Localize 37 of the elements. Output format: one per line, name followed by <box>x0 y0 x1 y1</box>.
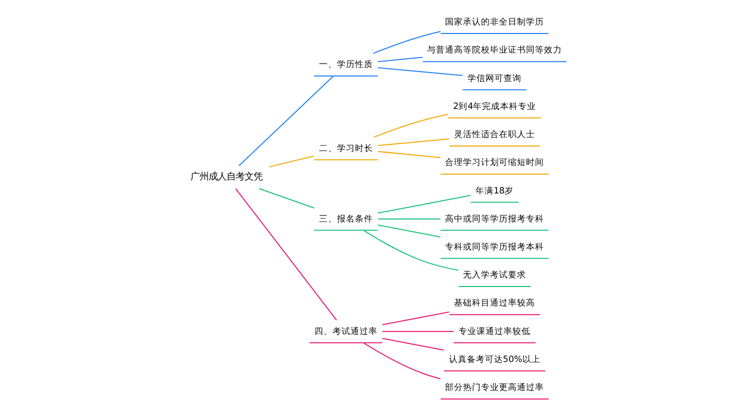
connector <box>382 331 454 332</box>
node-text: 专科或同等学历报考本科 <box>445 242 544 252</box>
connector <box>382 338 444 351</box>
node-text: 国家承认的非全日制学历 <box>445 18 544 28</box>
node-text: 无入学考试要求 <box>463 270 526 281</box>
connector <box>373 114 448 138</box>
connector <box>363 342 441 380</box>
node-text: 三、报名条件 <box>318 214 373 224</box>
node-text: 高中或同等学历报考专科 <box>445 214 544 224</box>
connector <box>377 67 464 76</box>
connector <box>382 311 450 326</box>
node-text: 2到4年完成本科专业 <box>453 102 536 112</box>
node-text: 灵活性适合在职人士 <box>454 130 536 140</box>
connector <box>363 230 459 271</box>
node-text: 部分热门专业更高通过率 <box>445 383 544 394</box>
connector <box>377 218 441 220</box>
node-text: 认真备考可达50%以上 <box>448 354 540 365</box>
connector <box>238 76 334 166</box>
connector <box>377 151 441 158</box>
connector <box>377 56 424 62</box>
node-text: 基础科目通过率较高 <box>454 298 536 309</box>
connector <box>377 194 472 214</box>
connector <box>377 138 450 146</box>
connector <box>372 31 441 54</box>
connector <box>377 224 441 238</box>
node-text: 广州成人自考文凭 <box>190 171 262 182</box>
node-text: 专业课通过率较低 <box>458 326 531 337</box>
connector <box>235 188 338 321</box>
connector <box>268 156 315 168</box>
node-text: 学信网可查询 <box>468 74 522 84</box>
node-text: 一、学历性质 <box>318 60 373 70</box>
node-text: 四、考试通过率 <box>314 326 378 337</box>
node-text: 合理学习计划可缩短时间 <box>445 158 544 168</box>
node-text: 与普通高等院校毕业证书同等效力 <box>427 46 562 56</box>
node-text: 二、学习时长 <box>318 144 373 154</box>
node-text: 年满18岁 <box>476 186 514 196</box>
connector <box>258 188 315 208</box>
